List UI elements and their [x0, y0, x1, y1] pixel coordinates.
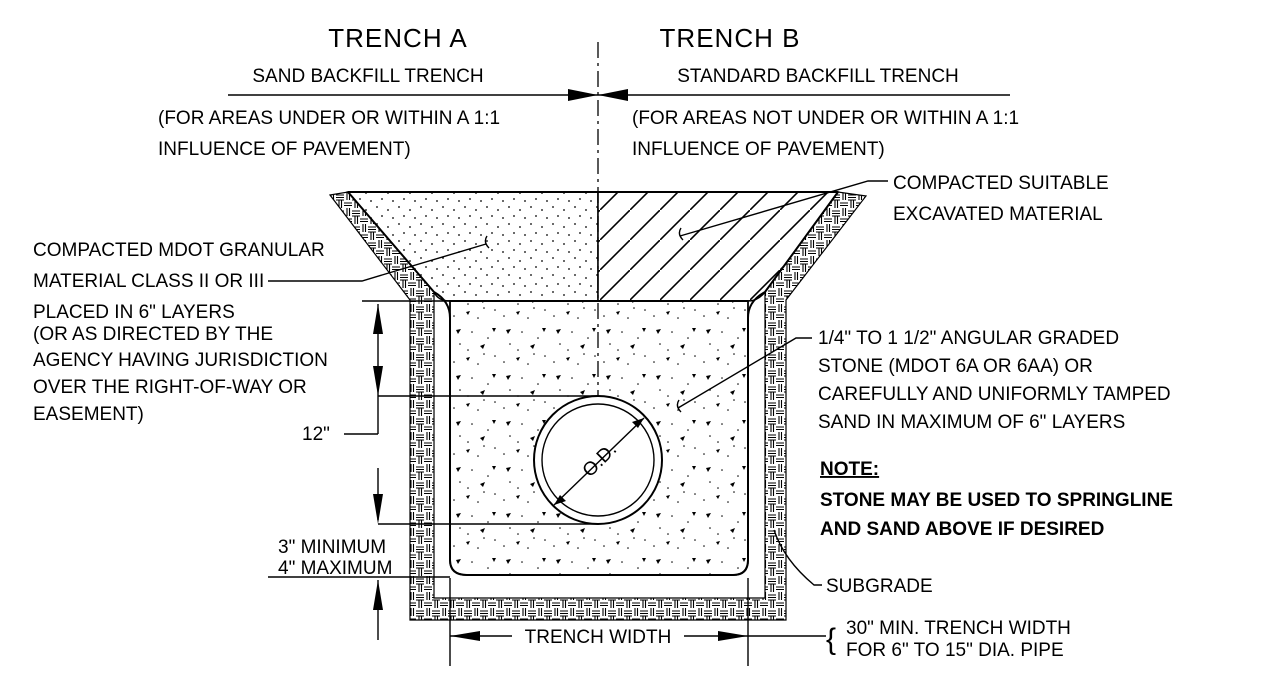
- stone-label-3: CAREFULLY AND UNIFORMLY TAMPED: [818, 384, 1171, 405]
- mdot-label-3: PLACED IN 6" LAYERS: [33, 302, 235, 323]
- trench-a-arrow: [568, 89, 598, 101]
- dim-12-label: 12": [302, 424, 330, 445]
- compacted-suitable-label-1: COMPACTED SUITABLE: [893, 173, 1109, 194]
- compacted-suitable-leader: [678, 180, 888, 241]
- stone-label-1: 1/4" TO 1 1/2" ANGULAR GRADED: [818, 328, 1119, 349]
- stone-label-4: SAND IN MAXIMUM OF 6" LAYERS: [818, 412, 1125, 433]
- trench-a-subtitle: SAND BACKFILL TRENCH: [252, 66, 483, 87]
- mdot-label-2: MATERIAL CLASS II OR III: [33, 271, 264, 292]
- trench-width-label: TRENCH WIDTH: [525, 627, 672, 648]
- stone-leader: [676, 337, 812, 413]
- mdot-label-5: AGENCY HAVING JURISDICTION: [33, 350, 328, 371]
- trench-wall-outline: [347, 191, 839, 576]
- trench-b-arrow: [598, 89, 628, 101]
- trench-a-note-2: INFLUENCE OF PAVEMENT): [158, 139, 411, 160]
- note-title: NOTE:: [820, 459, 879, 480]
- note-line-2: AND SAND ABOVE IF DESIRED: [820, 519, 1104, 540]
- subgrade-leader: [773, 529, 822, 586]
- dim-12-arrows: [373, 304, 383, 396]
- pipe-inner: [541, 403, 655, 517]
- trench-a-title: TRENCH A: [328, 23, 467, 53]
- dim-min-label: 3" MINIMUM: [278, 537, 386, 558]
- mdot-label-1: COMPACTED MDOT GRANULAR: [33, 240, 325, 261]
- width-arrows: [450, 631, 748, 641]
- mdot-leader: [268, 235, 490, 282]
- trench-b-title: TRENCH B: [660, 23, 801, 53]
- bedding-arrow-top: [373, 494, 383, 524]
- note-line-1: STONE MAY BE USED TO SPRINGLINE: [820, 490, 1173, 511]
- width-note-brace: {: [826, 623, 836, 656]
- mdot-label-7: EASEMENT): [33, 404, 144, 425]
- width-note-2: FOR 6" TO 15" DIA. PIPE: [846, 640, 1064, 661]
- od-dimension-line: [553, 417, 645, 506]
- trench-b-note-2: INFLUENCE OF PAVEMENT): [632, 139, 885, 160]
- trench-b-subtitle: STANDARD BACKFILL TRENCH: [677, 66, 959, 87]
- width-note-1: 30" MIN. TRENCH WIDTH: [846, 618, 1071, 639]
- bedding-arrow-bottom: [373, 580, 383, 610]
- mdot-label-4: (OR AS DIRECTED BY THE: [33, 324, 273, 345]
- compacted-suitable-label-2: EXCAVATED MATERIAL: [893, 204, 1103, 225]
- dim-max-label: 4" MAXIMUM: [278, 558, 392, 579]
- mdot-label-6: OVER THE RIGHT-OF-WAY OR: [33, 377, 307, 398]
- subgrade-label: SUBGRADE: [826, 576, 933, 597]
- trench-a-note-1: (FOR AREAS UNDER OR WITHIN A 1:1: [158, 108, 500, 129]
- stone-label-2: STONE (MDOT 6A OR 6AA) OR: [818, 356, 1093, 377]
- trench-b-note-1: (FOR AREAS NOT UNDER OR WITHIN A 1:1: [632, 108, 1019, 129]
